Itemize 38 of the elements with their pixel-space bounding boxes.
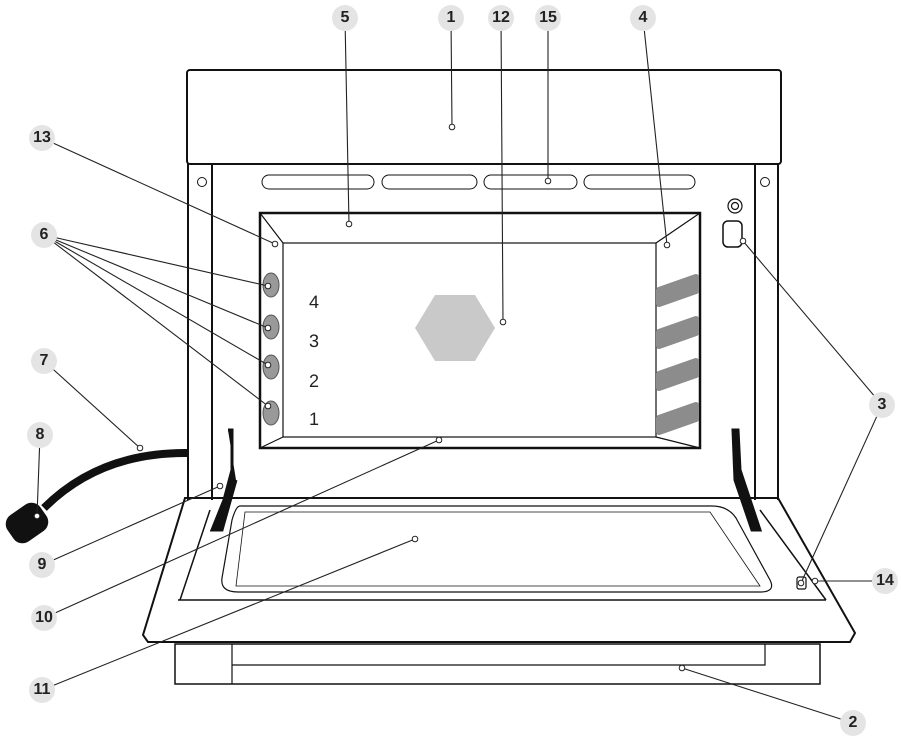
leader-line [34,448,40,520]
callout-number: 4 [630,5,656,31]
shelf-level-number: 4 [309,292,320,312]
callout-number: 9 [29,552,55,578]
shelf-level-number: 2 [309,371,320,391]
leader-line [54,242,272,410]
leader-line [56,239,272,332]
leader-line [644,30,670,248]
callout-number: 6 [31,222,57,248]
leader-line [740,238,874,396]
leader-line [544,31,552,184]
callout-number: 3 [869,392,895,418]
leader-line [500,31,506,326]
callout-number: 13 [29,125,55,151]
leader-line [53,369,144,452]
leader-line [798,416,878,586]
leader-line [344,30,352,228]
leader-line [56,237,272,290]
leader-line [54,536,418,686]
leader-line [678,664,841,720]
callout-number: 7 [31,348,57,374]
leader-line [54,142,278,248]
callout-number: 10 [31,605,57,631]
callout-number: 1 [438,5,464,31]
leader-line [54,482,224,560]
callout-number: 15 [535,5,561,31]
leader-line [812,578,872,584]
leader-line [448,31,456,130]
shelf-level-number: 1 [309,409,320,429]
callout-number: 14 [872,568,898,594]
callout-number: 12 [488,5,514,31]
leader-line [54,241,272,368]
callout-number: 5 [332,5,358,31]
shelf-level-number: 3 [309,331,320,351]
callout-number: 11 [29,677,55,703]
callout-number: 8 [27,422,53,448]
leader-line [56,436,442,614]
callout-number: 2 [840,710,866,736]
